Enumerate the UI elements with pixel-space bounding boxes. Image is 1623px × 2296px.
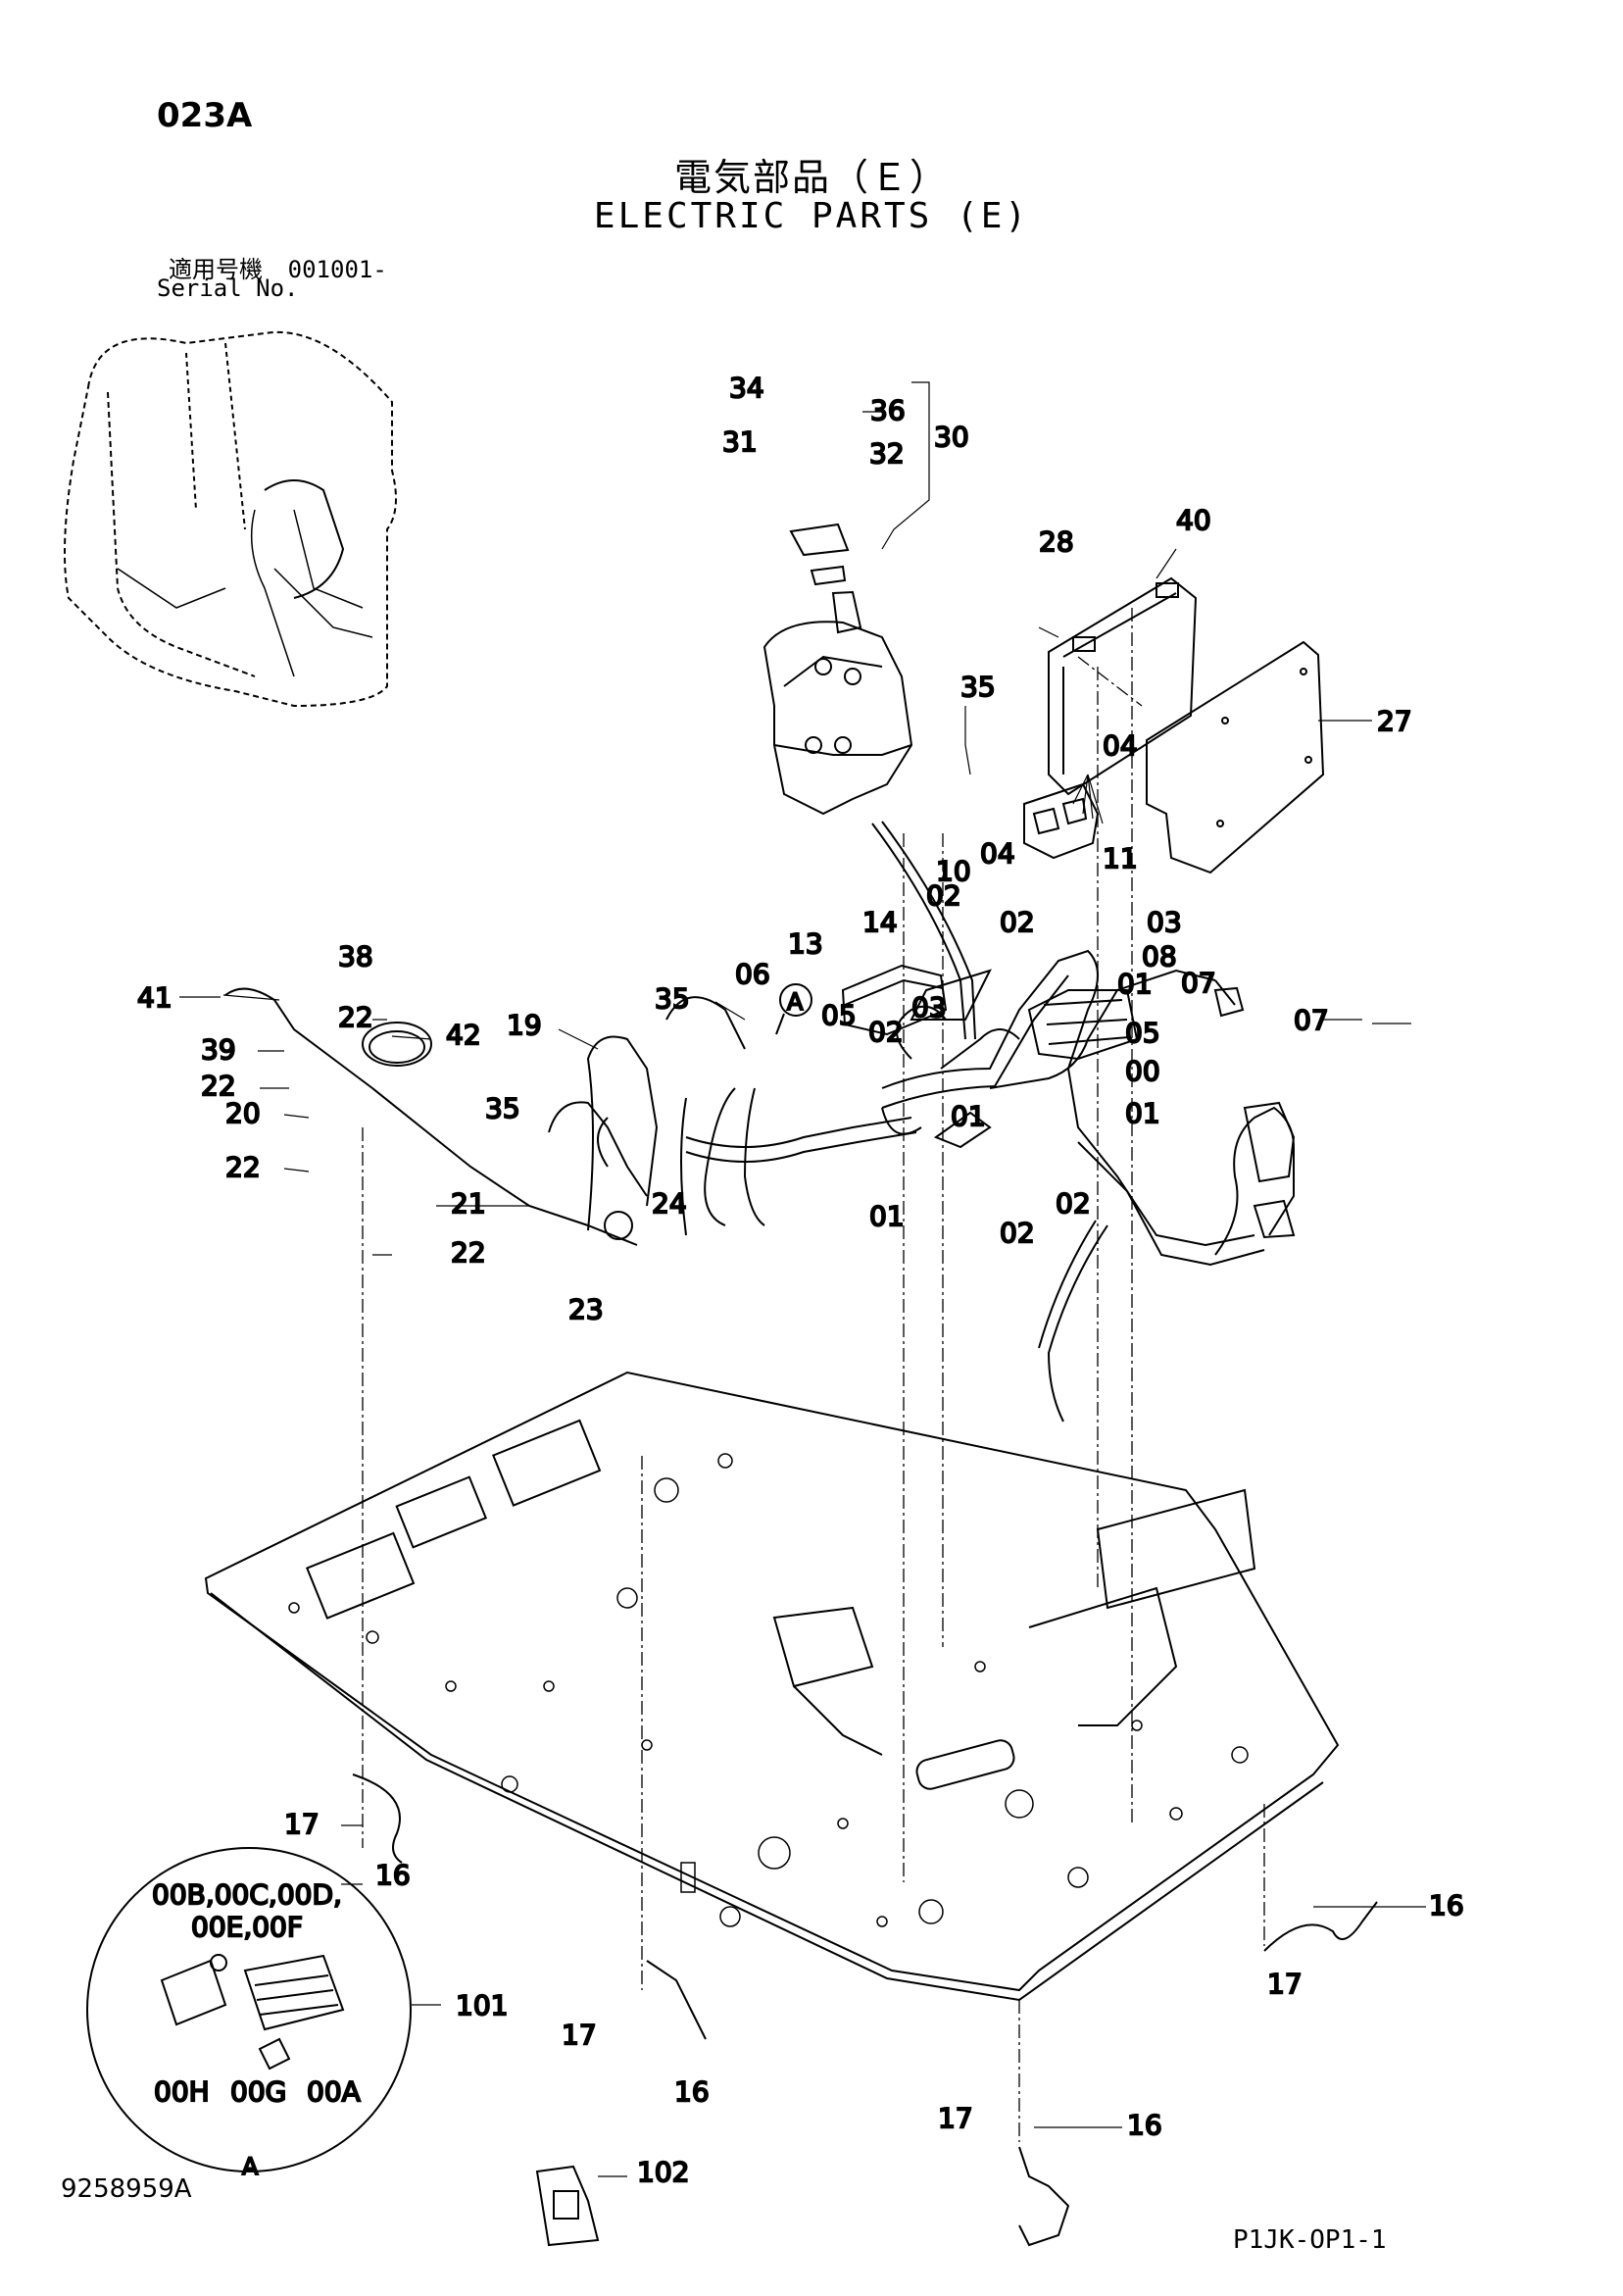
- detail-part-00H: 00H: [154, 2075, 210, 2108]
- part-number-labels: 34 36 30 31 32 28 40 35 27 04 04 10 11 0…: [136, 371, 1465, 2189]
- leader-lines: [362, 608, 1265, 2142]
- part-label-31: 31: [722, 425, 758, 458]
- relay-block: [1023, 782, 1100, 860]
- part-label-07-outer: 07: [1294, 1004, 1329, 1036]
- part-label-102: 102: [637, 2156, 689, 2188]
- part-label-07-inner: 07: [1181, 967, 1216, 999]
- controller-cover-plate: [1146, 640, 1325, 874]
- part-label-16-center: 16: [674, 2075, 710, 2108]
- controller-unit: [1048, 576, 1198, 796]
- part-label-16-bottom: 16: [1127, 2109, 1162, 2141]
- part-label-32: 32: [869, 437, 905, 470]
- part-label-03-center: 03: [911, 991, 947, 1023]
- part-label-36: 36: [870, 394, 906, 426]
- sensor-cables: [352, 1773, 1378, 2247]
- part-label-34: 34: [729, 372, 764, 404]
- part-label-06: 06: [735, 958, 770, 990]
- detail-part-00G: 00G: [230, 2075, 286, 2108]
- part-label-19: 19: [507, 1009, 542, 1041]
- serial-label-jp-text: 適用号機: [169, 256, 263, 283]
- component-13: [841, 964, 948, 1036]
- part-label-35-left: 35: [655, 982, 690, 1015]
- part-label-30: 30: [934, 421, 969, 453]
- main-wire-harness: [680, 949, 1296, 1423]
- part-label-16-left: 16: [375, 1859, 411, 1891]
- part-label-42: 42: [446, 1019, 481, 1051]
- cab-floor-plate: [204, 1371, 1340, 2002]
- control-console: [762, 523, 992, 1040]
- detail-sub-parts-line2: 00E,00F: [191, 1911, 303, 1943]
- title-english: ELECTRIC PARTS (E): [593, 196, 1030, 236]
- detail-a-callout: [86, 1847, 412, 2172]
- part-label-40: 40: [1176, 504, 1211, 536]
- part-label-02-lower-right: 02: [1056, 1187, 1091, 1220]
- part-label-04-bottom: 04: [980, 837, 1015, 870]
- part-label-02-center: 02: [868, 1016, 904, 1048]
- part-label-01-lower: 01: [869, 1200, 905, 1232]
- part-label-08: 08: [1142, 940, 1177, 973]
- serial-label-english: Serial No.: [157, 275, 299, 302]
- part-label-02-right: 02: [1000, 906, 1035, 938]
- serial-number-value: 001001-: [287, 256, 387, 283]
- part-label-17-left: 17: [284, 1808, 320, 1840]
- part-label-14: 14: [862, 906, 898, 938]
- part-label-00: 00: [1125, 1055, 1160, 1087]
- part-label-41: 41: [137, 981, 172, 1014]
- part-label-101: 101: [456, 1989, 508, 2021]
- callout-leaders: [222, 381, 1372, 1021]
- page-code: 023A: [157, 96, 253, 135]
- part-label-01-center: 01: [951, 1100, 986, 1132]
- document-number: 9258959A: [61, 2174, 192, 2204]
- part-label-22-b: 22: [201, 1070, 236, 1102]
- part-label-22-c: 22: [225, 1151, 261, 1183]
- part-label-39: 39: [201, 1033, 236, 1066]
- part-label-16-right: 16: [1429, 1889, 1464, 1922]
- part-label-17-bottom: 17: [938, 2102, 973, 2134]
- cab-overview-thumbnail: [64, 330, 397, 708]
- part-label-17-right: 17: [1267, 1968, 1303, 2000]
- part-label-22-d: 22: [451, 1236, 486, 1269]
- detail-part-00A: 00A: [307, 2075, 361, 2108]
- detail-a-bottom-label: A: [242, 2153, 259, 2180]
- part-label-35-lower: 35: [485, 1092, 520, 1124]
- decal-102: [535, 2165, 600, 2247]
- part-label-27: 27: [1377, 705, 1412, 737]
- marker-a-circle: [775, 983, 812, 1035]
- part-label-11: 11: [1103, 842, 1138, 874]
- part-label-24: 24: [652, 1187, 687, 1220]
- label-ticks: [179, 996, 1426, 2177]
- part-label-02-lower-left: 02: [1000, 1217, 1035, 1249]
- part-label-17-center: 17: [562, 2019, 597, 2051]
- part-label-02-top: 02: [926, 879, 961, 912]
- part-label-01-upper: 01: [1117, 968, 1153, 1000]
- part-label-05-right: 05: [1125, 1017, 1160, 1049]
- part-label-04-top: 04: [1103, 729, 1138, 762]
- part-label-21: 21: [451, 1187, 486, 1220]
- part-label-22-a: 22: [338, 1001, 373, 1033]
- part-label-20: 20: [225, 1097, 261, 1129]
- detail-sub-parts-line1: 00B,00C,00D,: [152, 1878, 342, 1911]
- part-label-35-console: 35: [960, 671, 996, 703]
- cable-clamp-42: [362, 1022, 432, 1067]
- part-label-28: 28: [1039, 525, 1074, 558]
- serial-label-japanese: 適用号機 001001-: [169, 250, 387, 284]
- part-label-13: 13: [788, 927, 823, 960]
- part-label-10: 10: [936, 855, 971, 887]
- title-japanese: 電気部品（Ｅ）: [673, 156, 949, 199]
- part-label-01-right: 01: [1125, 1097, 1160, 1129]
- part-label-05-left: 05: [821, 999, 857, 1031]
- part-label-03-right: 03: [1147, 906, 1182, 938]
- detail-a-marker: A: [787, 988, 804, 1016]
- part-label-38: 38: [338, 940, 373, 973]
- sheet-id: P1JK-OP1-1: [1233, 2225, 1387, 2255]
- part-label-23: 23: [568, 1293, 604, 1325]
